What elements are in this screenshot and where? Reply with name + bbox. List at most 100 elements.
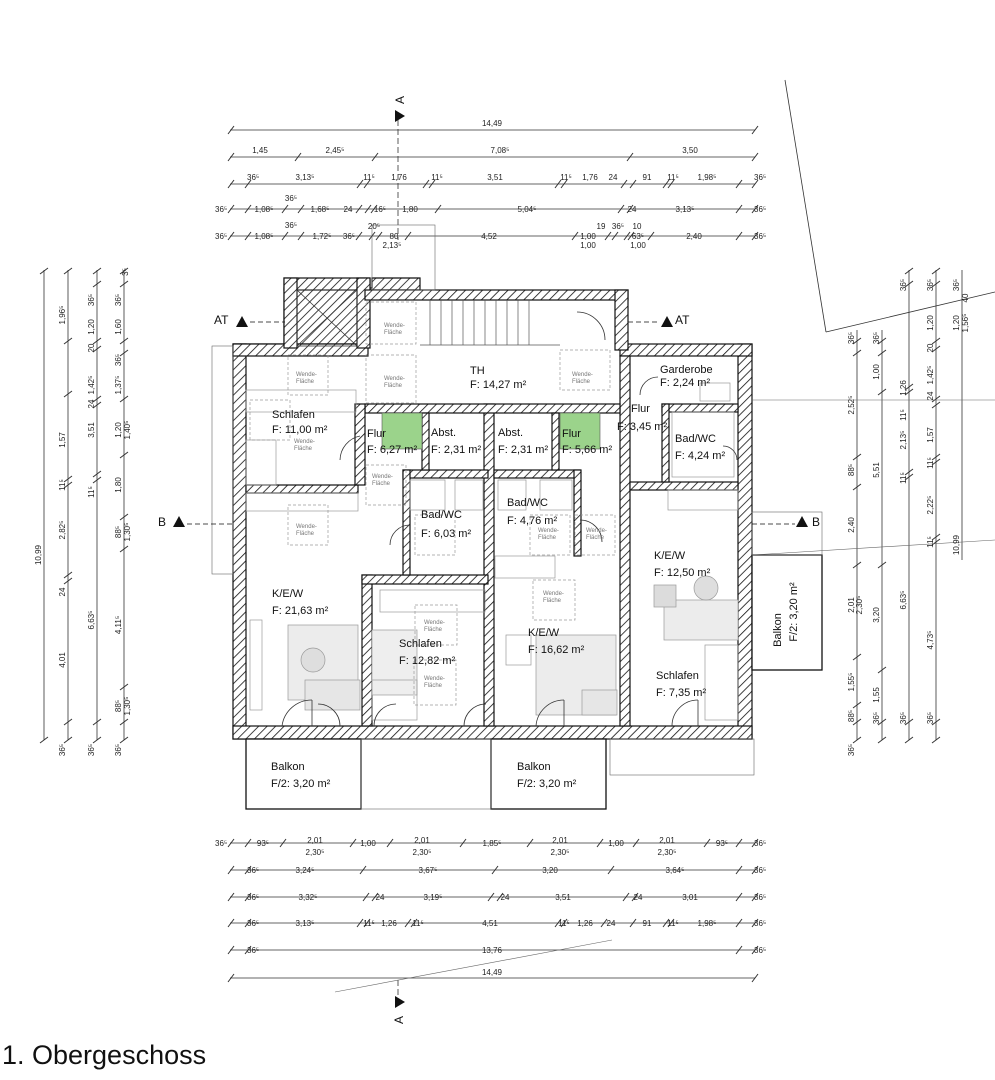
section-label-b-right: B [812,515,820,529]
dim-right-c2-3: 3,20 [872,607,881,623]
dim-bot-r2-2: 3,67⁵ [419,866,438,875]
dim-left-c4-1: 36⁵ [114,294,123,306]
section-label-at-left: AT [214,313,229,327]
dim-right-c1-2: 88⁵ [847,464,856,476]
room-area-flur1: F: 6,27 m² [367,444,417,456]
dim-right-c4-1: 1,20 [926,315,935,331]
dim-top-r5-1: 1,08⁵ [255,232,274,241]
dim-right-c1-7: 88⁵ [847,710,856,722]
dim-bot-r1-4: 1,00 [360,839,376,848]
dim-bot-r4-4: 11⁵ [412,919,424,928]
section-marker-lines [187,321,795,525]
room-name-flur1: Flur [367,428,386,440]
room-area-balkon3: F/2: 3,20 m² [788,582,800,642]
room-name-kew2: K/E/W [528,627,560,639]
floor-plan: A A AT AT B B TH F: 14,27 m² Garderobe F… [34,79,995,1024]
right-dimensions: 36⁵ 2,52⁵ 88⁵ 2,40 2,01 2,30⁵ 1,55⁵ 88⁵ … [847,279,970,756]
dim-bot-r4-9: 91 [643,919,652,928]
dim-top-r2-0: 1,45 [252,146,268,155]
dim-right-c1-0: 36⁵ [847,332,856,344]
doors [281,311,738,727]
dim-left-c4-10: 4,11⁵ [114,616,123,634]
dim-left-c4-7: 1,80 [114,477,123,493]
dim-right-c5-3: 40 [961,293,970,302]
dim-top-r3-6: 11⁵ [560,173,572,182]
dim-top-r1-0: 14,49 [482,119,503,128]
dim-top-r5-15: 1,00 [630,241,646,250]
dim-top-r3-1: 3,13⁵ [296,173,315,182]
dim-top-r3-9: 91 [643,173,652,182]
dim-left-c1-0: 10,99 [34,544,43,565]
dim-right-c2-4: 1,55 [872,687,881,703]
room-labels: TH F: 14,27 m² Garderobe F: 2,24 m² Schl… [271,364,800,790]
dim-top-r3-3: 1,76 [391,173,407,182]
dim-right-c1-6: 1,55⁵ [847,673,856,692]
dim-bot-r3-4: 24 [501,893,510,902]
room-name-bad3: Bad/WC [675,433,716,445]
dim-top-r5-2: 36⁵ [285,221,297,230]
room-name-flur3: Flur [631,403,650,415]
dim-right-c1-5: 2,30⁵ [855,596,864,615]
room-area-garderobe: F: 2,24 m² [660,377,710,389]
dim-top-r5-4: 36⁵ [343,232,355,241]
dim-top-r3-7: 1,76 [582,173,598,182]
turning-space-labels: Wende-Fläche Wende-Fläche Wende-Fläche W… [294,323,607,689]
dim-top-r5-14: 63⁵ [632,232,644,241]
dim-top-r5-6: 80 [390,232,399,241]
room-area-flur2: F: 5,66 m² [562,444,612,456]
wende-label: Wende-Fläche [296,372,317,385]
shaft-right [559,412,601,450]
dim-right-c2-0: 36⁵ [872,332,881,344]
dim-bot-r3-3: 3,19⁵ [424,893,443,902]
room-area-th: F: 14,27 m² [470,379,527,391]
section-label-a-top: A [393,96,407,104]
dim-bot-r4-5: 4,51 [482,919,498,928]
dim-top-r4-6: 1,80 [402,205,418,214]
dim-right-c2-2: 5,51 [872,462,881,478]
dim-right-c1-8: 36⁵ [847,744,856,756]
dim-top-r4-8: 24 [628,205,637,214]
room-name-balkon3: Balkon [772,613,784,647]
room-name-garderobe: Garderobe [660,364,713,376]
dim-left-c3-6: 11⁵ [87,486,96,498]
dim-top-r4-4: 24 [344,205,353,214]
room-area-balkon2: F/2: 3,20 m² [517,778,577,790]
dim-left-c3-5: 3,51 [87,422,96,438]
dim-top-r4-7: 5,04⁵ [518,205,537,214]
dim-bot-r4-1: 3,13⁵ [296,919,315,928]
dim-bot-r1-12: 2,30⁵ [658,848,677,857]
wende-label: Wende-Fläche [538,528,559,541]
dim-top-r4-10: 36⁵ [754,205,766,214]
room-name-balkon1: Balkon [271,761,305,773]
dim-right-c5-2: 1,56⁵ [961,314,970,333]
dim-right-c3-3: 2,13⁵ [899,431,908,450]
wende-label: Wende-Fläche [586,528,607,541]
dim-top-r5-17: 36⁵ [754,232,766,241]
dim-top-r5-11: 19 [597,222,606,231]
dim-right-c3-6: 36⁵ [899,712,908,724]
dim-top-r5-9: 1,00 [580,232,596,241]
dim-left-c3-1: 1,20 [87,319,96,335]
dim-top-r5-0: 36⁵ [215,232,227,241]
dim-top-r4-9: 3,13⁵ [676,205,695,214]
dim-right-c5-4: 10,99 [952,534,961,555]
dim-top-r3-5: 3,51 [487,173,503,182]
wende-label: Wende-Fläche [372,474,393,487]
room-area-bad3: F: 4,24 m² [675,450,725,462]
dim-right-c4-3: 1,42⁵ [926,366,935,385]
dim-bot-r1-1: 93⁵ [257,839,269,848]
section-markers [173,110,808,1008]
dim-right-c4-10: 36⁵ [926,712,935,724]
dim-right-c5-1: 1,20 [952,315,961,331]
room-area-bad1: F: 6,03 m² [421,528,471,540]
section-label-b-left: B [158,515,166,529]
dim-top-r2-2: 7,08⁵ [491,146,510,155]
dim-bot-r4-7: 1,26 [577,919,593,928]
dim-top-r3-10: 11⁵ [667,173,679,182]
dim-left-c4-11: 88⁵ [114,700,123,712]
dim-top-r4-1: 1,08⁵ [255,205,274,214]
section-label-a-bottom: A [392,1016,406,1024]
dim-top-r3-8: 24 [609,173,618,182]
dim-left-c4-6: 1,40⁵ [123,421,132,440]
wende-label: Wende-Fläche [543,591,564,604]
